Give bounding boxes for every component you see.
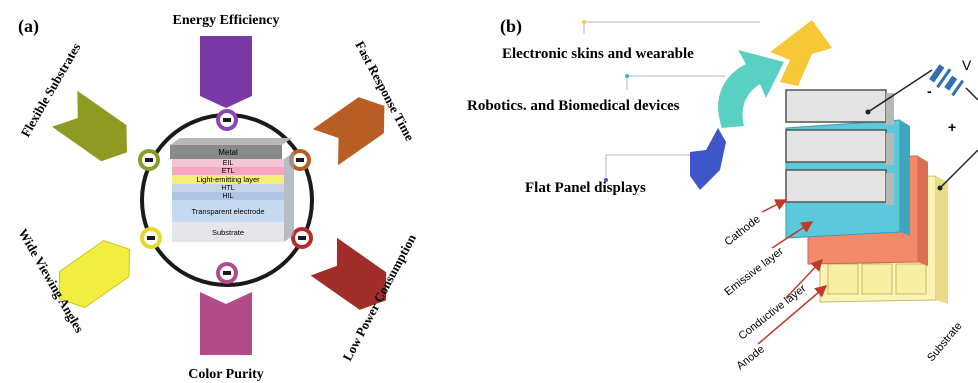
- leader-dot-1: [582, 20, 586, 24]
- stack-layer-substrate: Substrate: [212, 228, 244, 237]
- ring-connector-bottom-left: [140, 227, 162, 249]
- panel-a-label: (a): [18, 16, 39, 37]
- circuit-wires: [867, 69, 978, 189]
- layer-pointer-arrows: [757, 199, 828, 345]
- feature-label-bottom: Color Purity: [188, 367, 264, 382]
- battery-plus-label: +: [948, 119, 956, 135]
- layer-label-conductive: Conductive layer: [736, 282, 808, 342]
- feature-label-top: Energy Efficiency: [173, 13, 280, 28]
- application-label-flat-panel: Flat Panel displays: [525, 180, 646, 196]
- application-label-robotics: Robotics. and Biomedical devices: [467, 98, 680, 114]
- ring-connector-bottom: [216, 262, 238, 284]
- chevron-bottom: [200, 292, 252, 355]
- battery-icon: [929, 64, 965, 97]
- chevron-top-left: [52, 90, 127, 162]
- stack-layer-htl: HTL: [221, 185, 234, 192]
- layer-label-anode: Anode: [734, 343, 766, 372]
- stack-layer-eil: EIL: [223, 160, 234, 167]
- leader-dot-3: [604, 178, 608, 182]
- stack-layer-emitting: Light-emitting layer: [196, 175, 260, 184]
- arrow-teal: [718, 50, 784, 128]
- stack-layer-metal: Metal: [218, 148, 238, 157]
- stack-layer-transparent-electrode: Transparent electrode: [191, 207, 264, 216]
- chevron-top-right: [312, 97, 385, 166]
- oled-layers: [785, 89, 948, 304]
- ring-connector-top: [216, 109, 238, 131]
- chevron-bottom-right: [310, 237, 387, 310]
- stack-layer-hil: HIL: [223, 193, 234, 200]
- arrow-yellow: [770, 20, 832, 86]
- arrow-blue: [690, 128, 726, 190]
- chevron-bottom-left: [58, 239, 130, 309]
- ring-connector-top-left: [138, 149, 160, 171]
- ring-connector-bottom-right: [291, 227, 313, 249]
- oled-stack: Metal EIL ETL Light-emitting layer HTL H…: [170, 138, 294, 242]
- leader-dot-2: [625, 74, 629, 78]
- application-label-wearable: Electronic skins and wearable: [502, 46, 694, 62]
- panel-b-label: (b): [500, 16, 522, 37]
- layer-label-cathode: Cathode: [722, 213, 762, 248]
- layer-label-substrate: Substrate: [925, 320, 964, 364]
- stack-layer-etl: ETL: [222, 168, 235, 175]
- chevron-top: [200, 36, 252, 108]
- battery-voltage-label: V: [962, 57, 972, 73]
- layer-label-emissive: Emissive layer: [722, 245, 786, 298]
- application-leader-lines: [583, 21, 760, 180]
- battery-minus-label: -: [927, 83, 932, 99]
